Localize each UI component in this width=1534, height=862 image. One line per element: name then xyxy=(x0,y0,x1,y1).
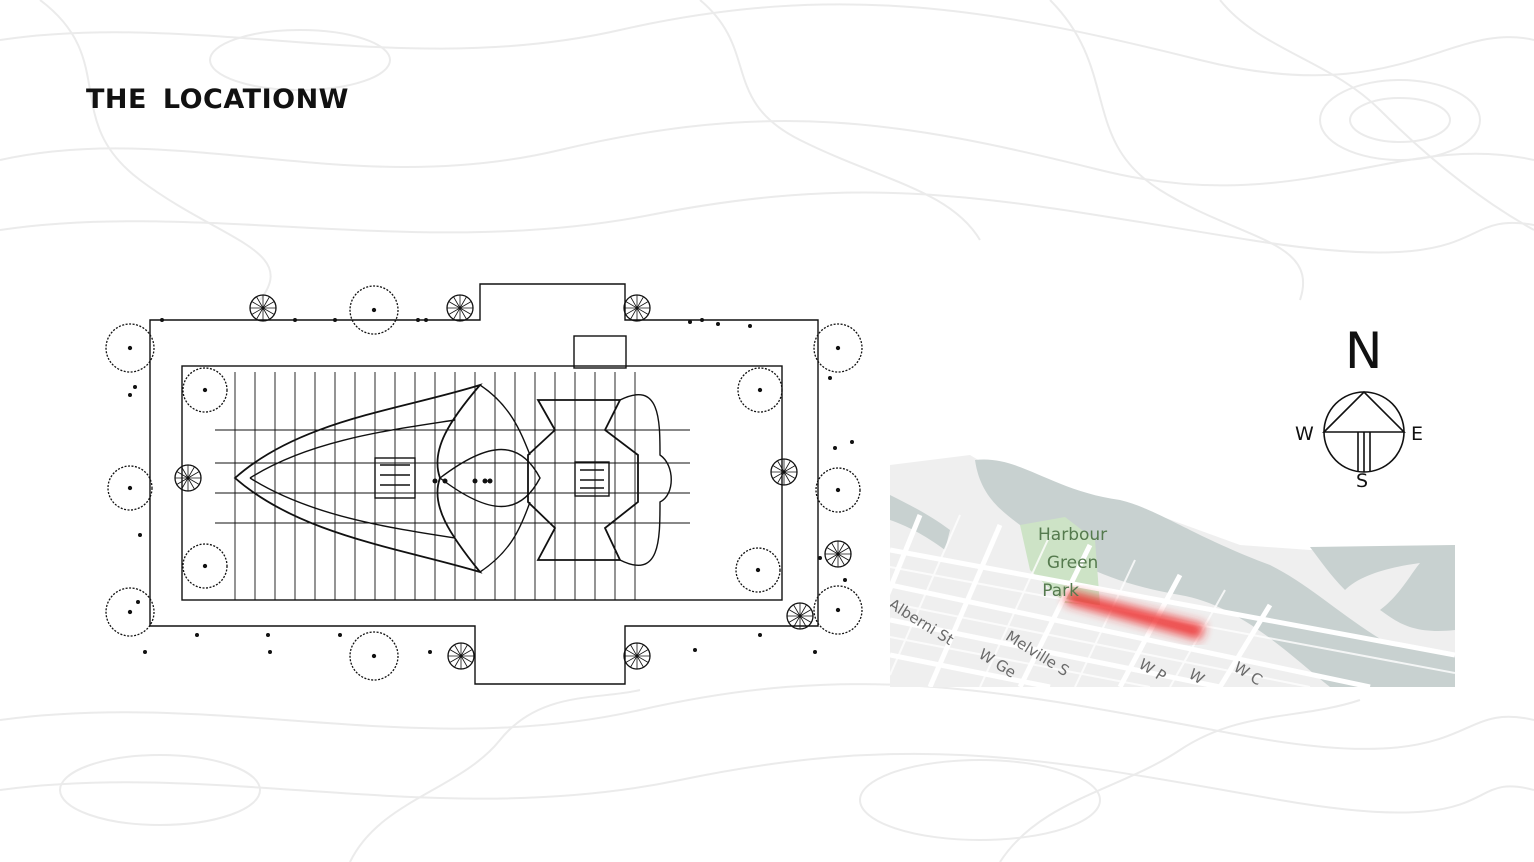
tree-canopy xyxy=(182,543,228,589)
location-highlight xyxy=(1065,590,1205,640)
compass-rose: N W E S xyxy=(1290,320,1440,495)
tree-canopy xyxy=(813,323,863,373)
tree-canopy xyxy=(107,465,153,511)
tree-trunk xyxy=(127,609,133,615)
park-label-line-1: Harbour xyxy=(1038,525,1108,545)
park-label-line-2: Green xyxy=(1046,553,1099,573)
tree-trunk xyxy=(755,567,761,573)
tree-canopy xyxy=(737,367,783,413)
compass-south-label: S xyxy=(1356,470,1369,492)
tree-trunk xyxy=(202,387,208,393)
tree-canopy xyxy=(105,323,155,373)
tree-canopy xyxy=(735,547,781,593)
tree-trunk xyxy=(371,653,377,659)
tree-trunk xyxy=(371,307,377,313)
park-label: Harbour Green Park xyxy=(1038,521,1107,605)
tree-branch xyxy=(772,465,796,479)
compass-east-label: E xyxy=(1411,423,1424,445)
tree-canopy xyxy=(182,367,228,413)
compass-icon xyxy=(1322,390,1406,473)
tree-canopy xyxy=(105,587,155,637)
tree-branch xyxy=(826,547,850,561)
park-label-line-3: Park xyxy=(1042,581,1079,601)
tree-trunk xyxy=(835,607,841,613)
location-map[interactable]: Harbour Green Park Alberni St W Ge Melvi… xyxy=(890,455,1455,687)
tree-canopy xyxy=(815,467,861,513)
tree-branch xyxy=(625,649,649,663)
page-title: THE LOCATIONW xyxy=(86,84,349,115)
tree-trunk xyxy=(835,345,841,351)
tree-branch xyxy=(788,609,812,623)
tree-branch xyxy=(251,301,275,315)
tree-branch xyxy=(176,471,200,485)
compass-west-label: W xyxy=(1295,423,1314,445)
tree-canopy xyxy=(349,285,399,335)
tree-canopy xyxy=(813,585,863,635)
tree-branch xyxy=(625,301,649,315)
tree-trunk xyxy=(127,345,133,351)
tree-trunk xyxy=(127,485,133,491)
tree-branch xyxy=(448,301,472,315)
tree-trunk xyxy=(835,487,841,493)
tree-branch xyxy=(449,649,473,663)
floor-plan xyxy=(105,283,863,685)
tree-canopy xyxy=(349,631,399,681)
compass-north-label: N xyxy=(1345,322,1383,380)
map-graphic xyxy=(890,455,1455,687)
tree-trunk xyxy=(202,563,208,569)
tree-trunk xyxy=(757,387,763,393)
